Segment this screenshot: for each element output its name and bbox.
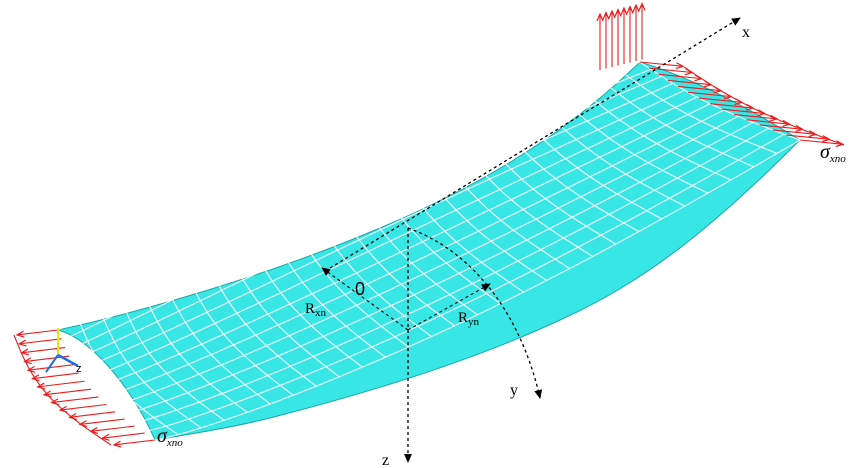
mesh-line-circumferential (140, 287, 248, 413)
radius-x-label: Rxn (305, 301, 327, 319)
stress-arrow (772, 129, 815, 134)
radius-y-line (407, 283, 491, 331)
mesh-line-circumferential (410, 153, 547, 281)
stress-arrow (29, 364, 74, 370)
stress-envelope (13, 334, 112, 446)
origin-label: 0 (355, 279, 365, 299)
stress-arrow (746, 119, 789, 124)
mesh-line-circumferential (618, 69, 778, 154)
mesh-line-circumferential (244, 233, 363, 368)
stress-arrow (649, 67, 691, 72)
stress-arrow (115, 439, 156, 445)
stress-arrow (103, 432, 145, 438)
mesh-line-circumferential (182, 265, 294, 396)
stress-arrow (759, 124, 802, 129)
stress-arrow (39, 380, 85, 387)
mesh-line-circumferential (286, 212, 409, 348)
mesh-line-circumferential (577, 85, 732, 181)
stress-arrow (698, 97, 741, 102)
stress-arrow (20, 338, 62, 344)
radius-y-label: Ryn (458, 310, 480, 328)
coordinate-axes (321, 17, 741, 463)
stress-label-left: σxno (157, 425, 183, 449)
mesh-line-circumferential (556, 93, 709, 194)
x-axis-label: x (742, 24, 750, 41)
mesh-line-circumferential (431, 144, 570, 269)
stress-arrow (639, 61, 682, 66)
mesh-line-circumferential (514, 110, 663, 220)
stress-arrow (658, 73, 701, 78)
stress-arrow (53, 396, 99, 403)
stress-arrow (92, 425, 135, 431)
stress-arrow (668, 79, 710, 84)
mesh-line-circumferential (327, 192, 455, 327)
shell-surface (57, 61, 801, 441)
shell-body (57, 61, 801, 441)
mesh-grid (57, 61, 801, 441)
stress-arrow (733, 114, 776, 119)
stress-arrow (786, 134, 828, 139)
stress-arrow (33, 372, 79, 378)
z-axis-label: z (382, 452, 389, 468)
mesh-line-circumferential (369, 172, 501, 305)
stress-arrow (61, 403, 107, 409)
mesh-line-circumferential (203, 254, 317, 387)
mesh-line-circumferential (223, 243, 340, 378)
stress-arrow (18, 329, 59, 335)
stress-envelope (683, 66, 845, 146)
stress-arrow (710, 103, 752, 108)
stress-arrow (71, 411, 116, 417)
mesh-line-circumferential (306, 202, 432, 337)
stress-arrows (13, 5, 845, 446)
stress-arrow (799, 139, 842, 144)
y-axis-label: y (510, 382, 518, 399)
mesh-line-circumferential (473, 127, 616, 245)
mesh-line-circumferential (78, 319, 179, 436)
mesh-line-circumferential (348, 182, 478, 316)
mesh-line-circumferential (494, 118, 640, 233)
mesh-line-circumferential (535, 102, 686, 207)
x-axis-line (329, 17, 741, 269)
mesh-line-circumferential (161, 276, 271, 405)
stress-label-right: σxno (820, 141, 846, 165)
mesh-line-circumferential (598, 77, 755, 168)
stress-arrow (81, 418, 125, 424)
stress-arrow (688, 91, 730, 96)
mesh-line-circumferential (119, 298, 225, 421)
mesh-line-circumferential (265, 222, 386, 358)
mesh-line-circumferential (99, 308, 202, 429)
stress-arrow (677, 85, 720, 90)
stress-arrow (45, 388, 92, 395)
mesh-line-circumferential (390, 163, 524, 293)
stress-arrow (721, 108, 764, 113)
mesh-line-circumferential (452, 136, 593, 257)
triad-z-label: z (76, 363, 82, 375)
coordinate-triad-icon: z (45, 328, 82, 375)
